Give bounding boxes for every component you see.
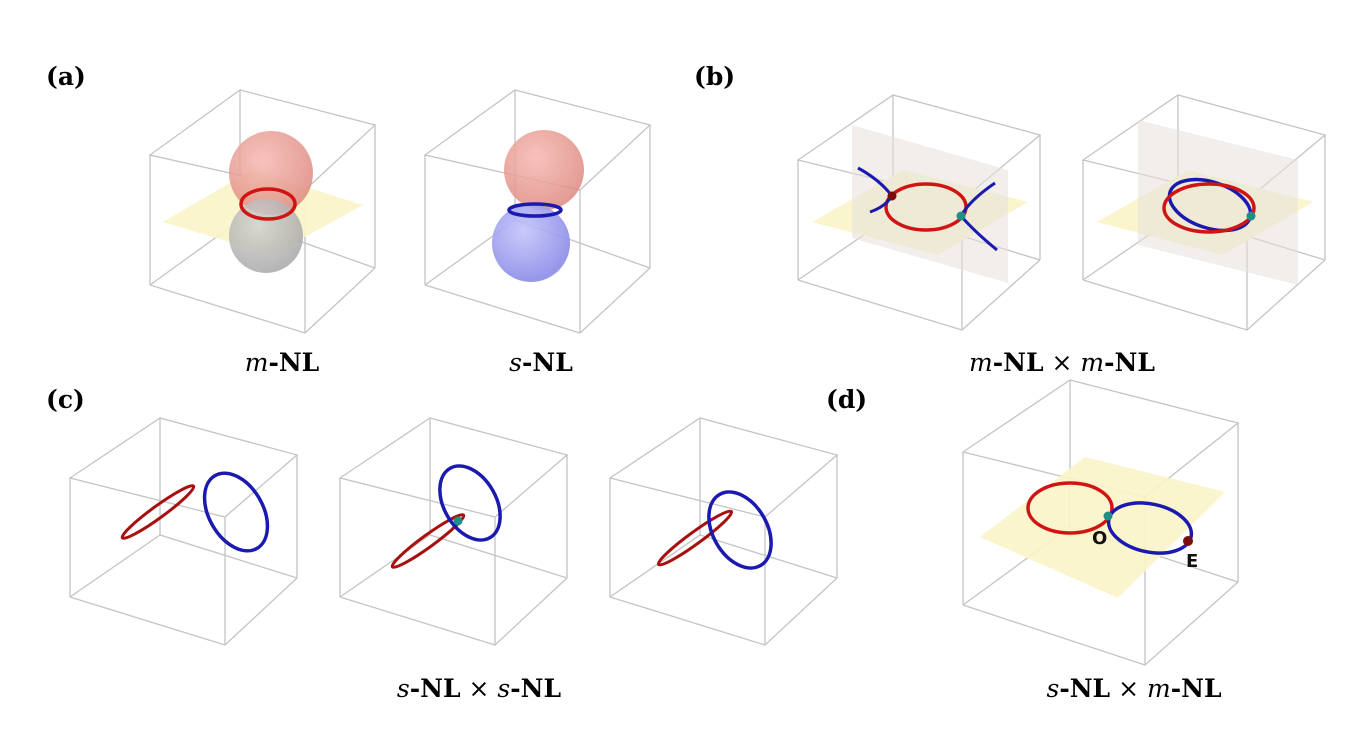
caption-var: s (1046, 674, 1060, 703)
crossing-point (453, 516, 463, 526)
crossing-point (956, 211, 966, 221)
panel-b-left-box (796, 94, 1042, 331)
panel-d-box: O E (961, 379, 1240, 666)
panel-label-a: (a) (46, 62, 86, 91)
caption-rest: -NL (992, 348, 1044, 377)
red-sphere (504, 130, 584, 210)
red-nodal-loop (656, 509, 734, 567)
point-label-o: O (1092, 528, 1107, 549)
gray-plane (852, 125, 1008, 283)
caption-var: m (1146, 674, 1171, 703)
caption-rest: -NL (1059, 674, 1111, 703)
blue-nodal-loop (202, 471, 270, 553)
panel-c-box-2 (338, 417, 569, 646)
blue-sphere (492, 204, 570, 282)
caption-a-m-nl: m-NL (245, 348, 320, 377)
panel-b-right-box (1081, 94, 1327, 331)
end-point (887, 191, 897, 201)
caption-times: × (468, 674, 490, 703)
panel-label-b: (b) (694, 62, 736, 91)
panel-label-c: (c) (46, 385, 85, 414)
caption-rest: -NL (409, 674, 461, 703)
caption-c: s-NL × s-NL (397, 674, 561, 703)
box-frame (338, 417, 569, 646)
caption-var: m (1080, 348, 1105, 377)
panel-a-m-nl-box (148, 89, 377, 334)
caption-var: s (396, 674, 410, 703)
caption-b: m-NL × m-NL (969, 348, 1155, 377)
caption-rest: -NL (522, 348, 573, 377)
caption-var: m (244, 348, 269, 377)
caption-rest: -NL (1170, 674, 1222, 703)
red-nodal-loop (1026, 481, 1114, 535)
caption-d: s-NL × m-NL (1046, 674, 1221, 703)
gray-plane (1138, 120, 1298, 285)
caption-rest: -NL (268, 348, 320, 377)
caption-rest: -NL (510, 674, 562, 703)
red-nodal-loop (1162, 182, 1256, 234)
point-label-e: E (1186, 551, 1198, 572)
blue-nodal-loop (707, 490, 773, 570)
panel-c-box-1 (68, 417, 299, 646)
panel-label-d: (d) (826, 385, 868, 414)
caption-var: m (969, 348, 993, 377)
end-point-e (1183, 536, 1193, 546)
box-frame (68, 417, 299, 646)
red-nodal-loop (239, 187, 297, 221)
panel-a-s-nl-box (423, 89, 652, 334)
crossing-point (1246, 211, 1256, 221)
blue-nodal-loop (438, 464, 502, 542)
panel-c-box-3 (608, 417, 839, 646)
caption-times: × (1118, 674, 1140, 703)
red-nodal-loop (120, 484, 196, 540)
red-nodal-loop (390, 513, 466, 569)
caption-var: s (509, 348, 523, 377)
box-frame (608, 417, 839, 646)
caption-rest: -NL (1104, 348, 1155, 377)
caption-times: × (1051, 348, 1073, 377)
blue-nodal-loop (507, 202, 563, 218)
caption-a-s-nl: s-NL (509, 348, 573, 377)
caption-var: s (497, 674, 511, 703)
yellow-plane (980, 457, 1225, 598)
crossing-point-o (1103, 511, 1113, 521)
